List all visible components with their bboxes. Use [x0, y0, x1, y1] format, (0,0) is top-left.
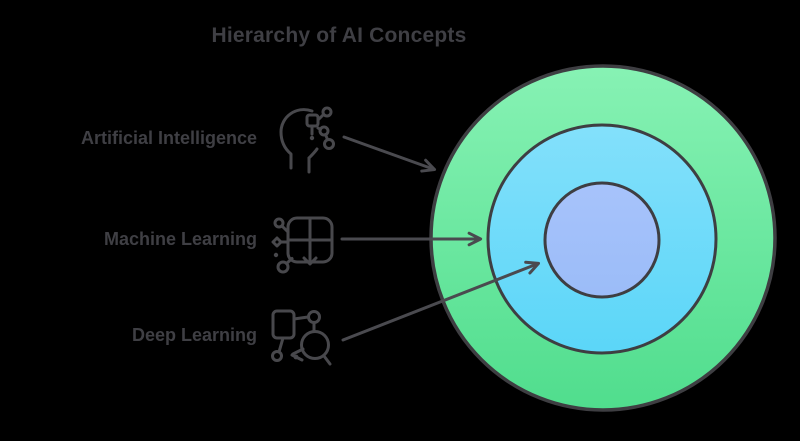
label-deep-learning: Deep Learning — [131, 325, 257, 345]
arrow-artificial-intelligence — [342, 135, 437, 173]
inner-ring-deep-learning — [543, 181, 661, 299]
deep-learning-network-icon — [271, 309, 332, 366]
diagram-title: Hierarchy of AI Concepts — [211, 24, 467, 47]
machine-learning-grid-icon — [271, 216, 334, 274]
ai-head-circuit-icon — [279, 106, 335, 174]
label-artificial-intelligence: Artificial Intelligence — [80, 128, 257, 148]
arrow-deep-learning — [341, 260, 541, 342]
label-machine-learning: Machine Learning — [103, 229, 257, 249]
